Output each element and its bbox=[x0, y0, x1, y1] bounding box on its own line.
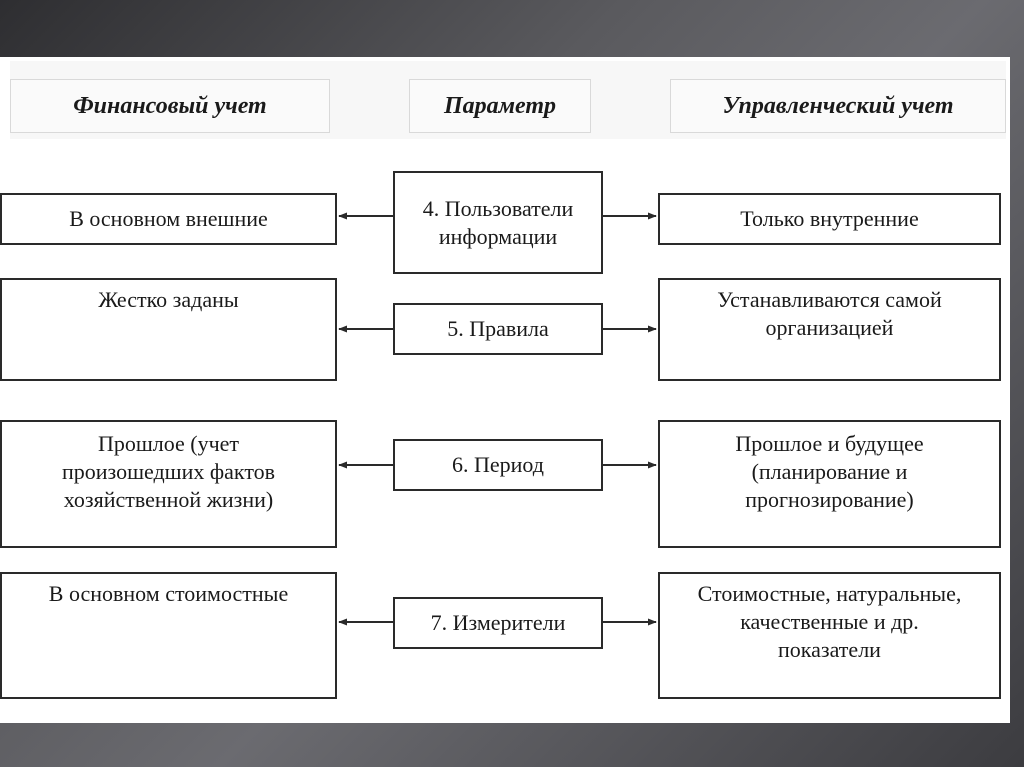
financial-rules-box: Жестко заданы bbox=[0, 278, 337, 381]
param-period-box: 6. Период bbox=[393, 439, 603, 491]
param-rules-box: 5. Правила bbox=[393, 303, 603, 355]
header-managerial: Управленческий учет bbox=[670, 79, 1006, 133]
param-measures-box: 7. Измерители bbox=[393, 597, 603, 649]
financial-period-box: Прошлое (учет произошедших фактов хозяйс… bbox=[0, 420, 337, 548]
financial-measures-box: В основном стоимостные bbox=[0, 572, 337, 699]
header-financial: Финансовый учет bbox=[10, 79, 330, 133]
header-parameter: Параметр bbox=[409, 79, 591, 133]
param-users-box: 4. Пользователи информации bbox=[393, 171, 603, 274]
managerial-period-box: Прошлое и будущее (планирование и прогно… bbox=[658, 420, 1001, 548]
managerial-users-box: Только внутренние bbox=[658, 193, 1001, 245]
financial-users-box: В основном внешние bbox=[0, 193, 337, 245]
managerial-measures-box: Стоимостные, натуральные, качественные и… bbox=[658, 572, 1001, 699]
managerial-rules-box: Устанавливаются самой организацией bbox=[658, 278, 1001, 381]
